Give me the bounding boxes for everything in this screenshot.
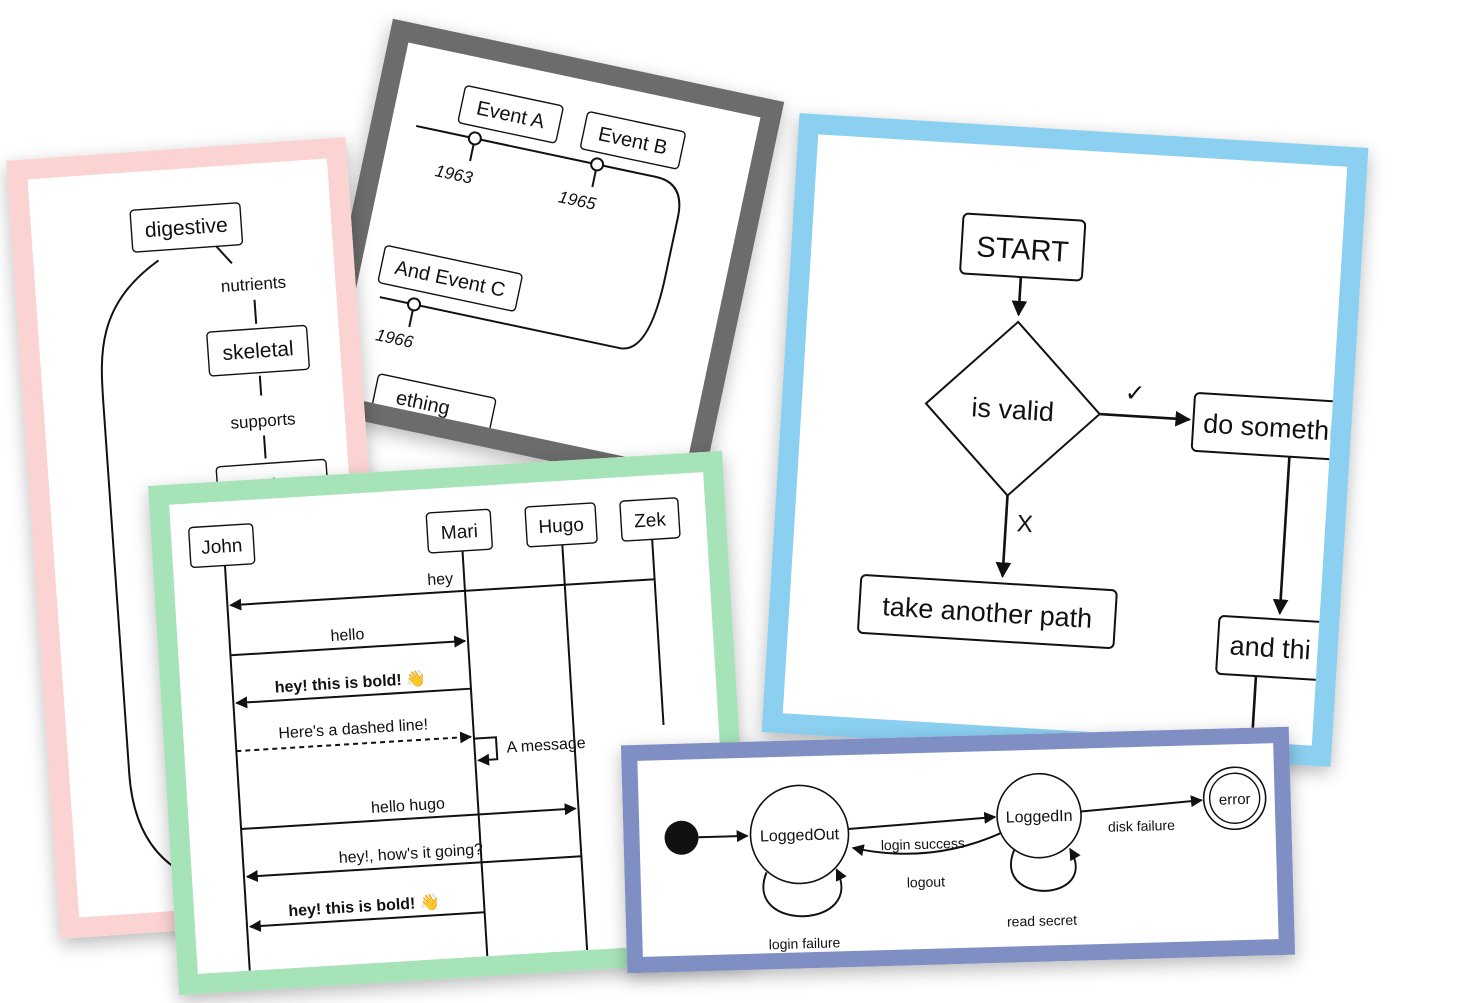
transition-login-failure [762, 868, 847, 918]
timeline-partial-event: ething [371, 373, 497, 436]
yes-label: ✓ [1124, 380, 1146, 408]
node-label: and thi [1229, 630, 1312, 665]
message-bold-1: hey! this is bold! 👋 [235, 669, 472, 709]
state-logged-in: LoggedIn [996, 772, 1082, 859]
concept-node-skeletal: skeletal [206, 324, 310, 377]
timeline-node [590, 157, 605, 172]
flow-arrow [1272, 456, 1291, 615]
state-diagram-card: LoggedOut LoggedIn error login success l… [620, 726, 1296, 974]
flow-arrow [1011, 276, 1028, 317]
message-hey: hey [229, 571, 655, 611]
state-error: error [1202, 766, 1267, 831]
svg-text:login failure: login failure [769, 934, 841, 952]
event-box [580, 111, 686, 170]
message-dashed: Here's a dashed line! [236, 716, 473, 753]
lifeline-hugo [561, 540, 589, 951]
timeline-card: Event A 1963 Event B 1965 And Event C 19… [309, 18, 785, 494]
svg-text:hello: hello [330, 626, 365, 645]
svg-text:hello hugo: hello hugo [371, 796, 446, 817]
edge-label-nutrients: nutrients [220, 273, 286, 297]
flow-start-node: START [959, 212, 1087, 282]
state-label: LoggedOut [760, 826, 840, 845]
concept-link [213, 243, 233, 264]
transition-logout [851, 831, 1002, 857]
timeline-track [379, 124, 681, 350]
flow-arrow-no [995, 495, 1012, 578]
lifeline-zek [650, 535, 665, 726]
event-year: 1966 [374, 325, 415, 352]
transition-disk-failure [1080, 795, 1203, 813]
actor-label: Mari [440, 521, 478, 544]
flow-another-path-node: take another path [857, 574, 1118, 650]
svg-text:login success: login success [881, 835, 965, 853]
event-box [377, 245, 523, 312]
transition-login-success [848, 811, 997, 831]
actor-label: Hugo [538, 515, 585, 539]
message-bold-2: hey! this is bold! 👋 [248, 893, 485, 932]
event-year: 1965 [557, 187, 598, 214]
svg-text:disk failure: disk failure [1108, 817, 1176, 835]
flowchart-diagram: START is valid ✓ X do somethin take anot… [857, 212, 1348, 743]
svg-text:logout: logout [907, 873, 946, 890]
flowchart-card: START is valid ✓ X do somethin take anot… [761, 113, 1369, 767]
concept-node-digestive: digestive [129, 202, 244, 253]
node-label: START [975, 231, 1069, 269]
node-label: is valid [971, 392, 1055, 427]
state-diagram: LoggedOut LoggedIn error login success l… [664, 766, 1267, 952]
transition-read-secret [1010, 847, 1081, 892]
state-label: error [1219, 791, 1251, 809]
timeline-event-b: Event B 1965 [557, 111, 686, 214]
event-box [457, 85, 564, 144]
edge-label-supports: supports [230, 409, 296, 433]
actor-label: Zek [634, 509, 667, 532]
timeline-node [467, 131, 482, 146]
concept-link [258, 375, 263, 396]
svg-text:Here's a dashed line!: Here's a dashed line! [278, 716, 429, 742]
actor-mari: Mari [425, 508, 493, 554]
timeline-node [407, 297, 422, 312]
svg-text:read secret: read secret [1007, 912, 1078, 930]
state-label: LoggedIn [1006, 808, 1073, 827]
timeline-event-c: And Event C 1966 [374, 245, 523, 352]
actor-hugo: Hugo [524, 502, 598, 548]
sequence-card: John Mari Hugo Zek hey hello hey! this i… [147, 450, 754, 996]
flow-and-this-node: and thi [1215, 615, 1348, 686]
message-self: A message [473, 735, 586, 766]
state-logged-out: LoggedOut [749, 784, 850, 885]
node-label: digestive [144, 214, 228, 243]
node-label: skeletal [222, 337, 295, 365]
lifeline-mari [461, 546, 489, 957]
actor-zek: Zek [619, 497, 681, 542]
timeline-diagram: Event A 1963 Event B 1965 And Event C 19… [371, 85, 686, 436]
no-label: X [1016, 510, 1034, 538]
sequence-diagram: John Mari Hugo Zek hey hello hey! this i… [188, 497, 681, 971]
actor-john: John [188, 523, 256, 569]
initial-state-dot [664, 820, 699, 855]
svg-text:A message: A message [506, 735, 586, 757]
flow-arrow-yes [1099, 410, 1192, 427]
message-how-going: hey!, how's it going? [245, 841, 582, 883]
concept-link [263, 435, 267, 459]
concept-link [253, 299, 258, 324]
flow-decision-node: is valid [924, 320, 1102, 498]
event-year: 1963 [433, 161, 474, 188]
message-hello-hugo: hello hugo [241, 796, 577, 830]
message-hello: hello [230, 626, 467, 657]
actor-label: John [201, 535, 243, 558]
flow-do-something-node: do somethin [1190, 392, 1348, 464]
state-arrow [698, 830, 749, 843]
lifeline-john [223, 561, 251, 971]
svg-text:hey: hey [427, 571, 454, 590]
